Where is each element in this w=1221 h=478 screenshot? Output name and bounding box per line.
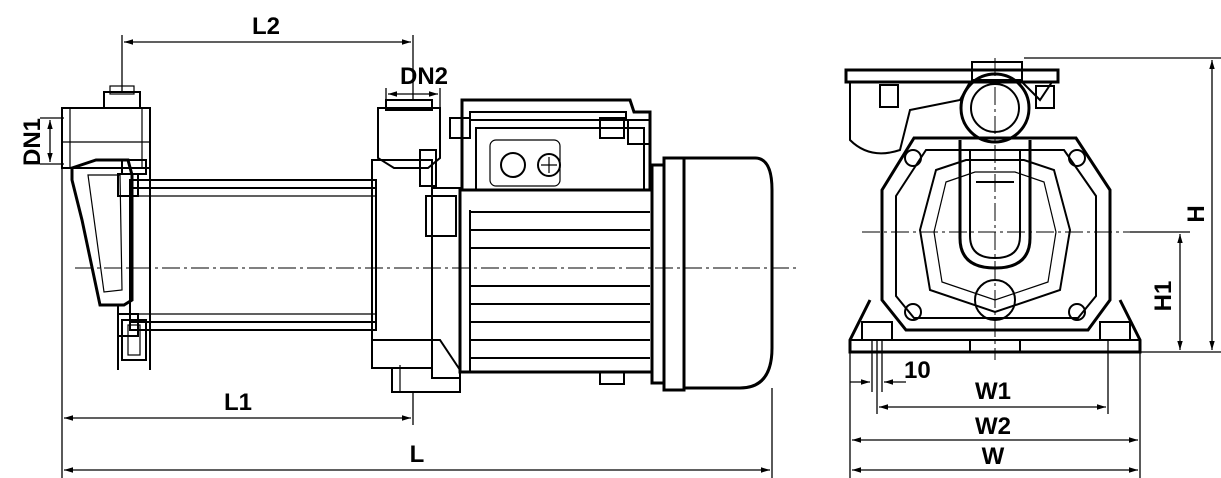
label-w1: W1 [975,378,1011,405]
label-h1: H1 [1150,281,1177,312]
dimension-l2: L2 [121,13,414,100]
pump-end-cover [70,158,151,370]
dimension-h: H [1024,57,1221,353]
pump-body [117,173,377,337]
label-gap: 10 [904,357,931,384]
pump-base [848,299,1142,354]
dimension-l: L [63,388,773,478]
dimension-l1: L1 [61,168,414,478]
label-l2: L2 [252,13,280,40]
label-dn1: DN1 [19,118,46,166]
motor-body [431,187,654,385]
label-h: H [1183,205,1210,222]
motor-fins [470,211,650,359]
dimension-w: W [852,443,1138,473]
dimension-dn1: DN1 [19,117,64,166]
fan-cover [650,156,774,392]
label-dn2: DN2 [400,63,448,90]
side-view: L2 DN2 DN1 L1 L [19,13,800,478]
label-l1: L1 [224,389,252,416]
dimension-h1: H1 [1130,231,1190,350]
discharge-port [371,99,461,393]
label-l: L [410,441,425,468]
label-w: W [982,443,1005,470]
discharge-block [844,61,1060,155]
inlet-port [61,85,151,169]
dimension-w2: W2 [849,352,1141,478]
label-w2: W2 [975,413,1011,440]
terminal-box [449,98,652,192]
dimension-dn2: DN2 [385,63,448,108]
front-view: H H1 10 W1 W2 [844,57,1221,478]
dimension-w1: W1 [876,340,1109,414]
dimension-gap: 10 [850,340,931,392]
pump-casing [880,136,1112,332]
